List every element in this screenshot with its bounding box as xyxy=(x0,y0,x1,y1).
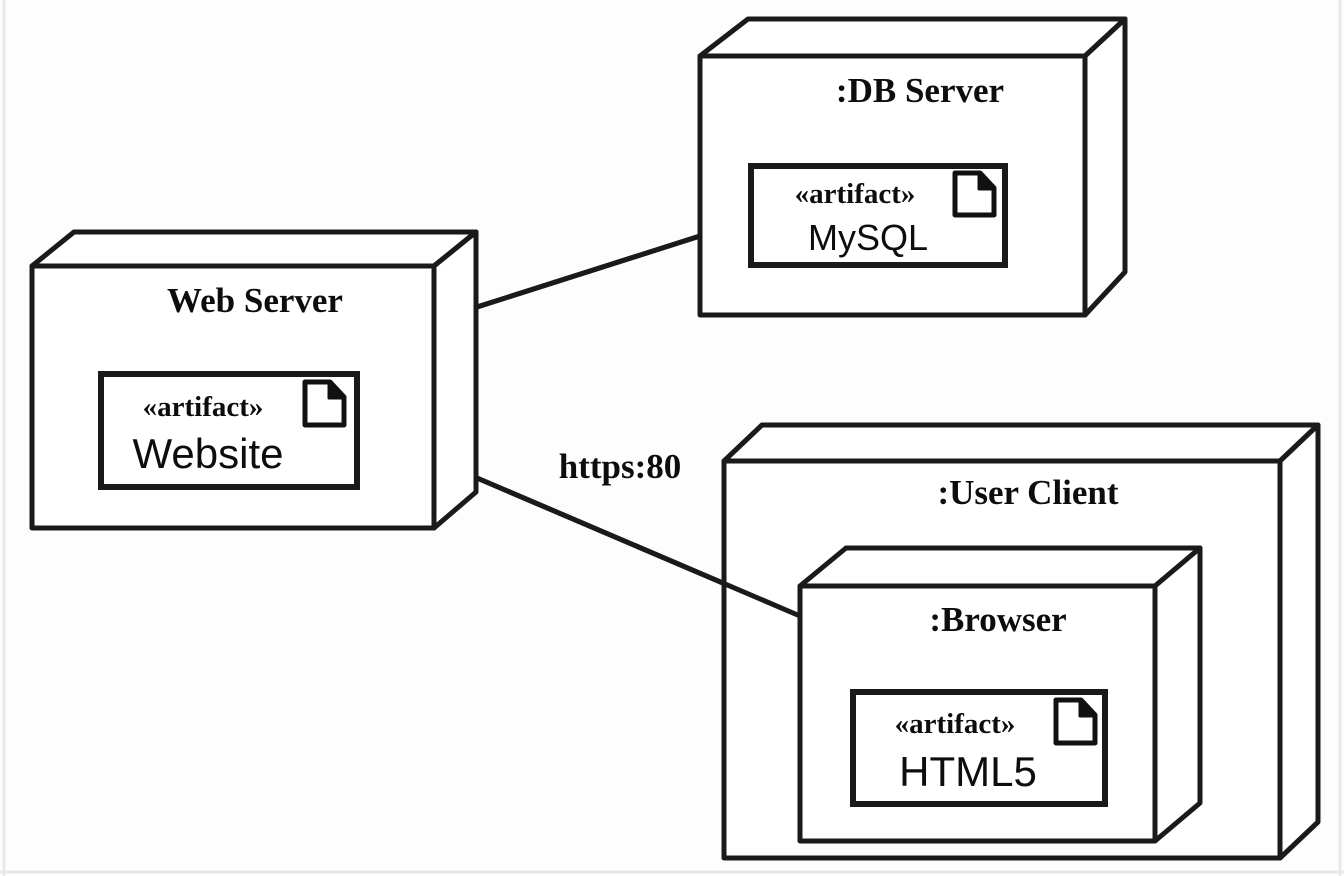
artifact-name: HTML5 xyxy=(899,748,1037,795)
node-top-face xyxy=(697,16,1128,59)
artifact-website[interactable]: «artifact» Website xyxy=(98,371,360,490)
artifact-name: MySQL xyxy=(808,217,928,258)
node-title-web-server: Web Server xyxy=(167,281,343,320)
node-top-face xyxy=(721,422,1321,464)
node-title-browser: :Browser xyxy=(929,600,1066,639)
node-title-db-server: :DB Server xyxy=(836,71,1004,110)
document-icon xyxy=(302,379,347,428)
artifact-stereotype: «artifact» xyxy=(795,178,916,210)
node-user-client[interactable]: :User Client :Browser «artifact» HTML5 xyxy=(721,422,1321,861)
artifact-mysql[interactable]: «artifact» MySQL xyxy=(748,163,1008,268)
node-top-face xyxy=(29,229,479,269)
node-web-server[interactable]: Web Server «artifact» Website xyxy=(29,229,479,531)
artifact-name: Website xyxy=(133,430,284,477)
document-icon xyxy=(952,170,997,218)
node-side-face xyxy=(431,229,479,531)
node-browser[interactable]: :Browser «artifact» HTML5 xyxy=(797,545,1203,844)
artifact-stereotype: «artifact» xyxy=(895,708,1016,740)
connection-label-https: https:80 xyxy=(559,447,682,486)
document-icon xyxy=(1053,697,1098,746)
connection-line-overlay-db xyxy=(474,233,703,310)
node-side-face xyxy=(1277,422,1321,861)
artifact-stereotype: «artifact» xyxy=(143,391,264,423)
node-top-face xyxy=(797,545,1203,589)
node-side-face xyxy=(1152,545,1203,844)
node-db-server[interactable]: :DB Server «artifact» MySQL xyxy=(697,16,1128,318)
artifact-html5[interactable]: «artifact» HTML5 xyxy=(850,689,1108,807)
connection-line-overlay-browser xyxy=(474,475,803,619)
node-side-face xyxy=(1082,16,1128,318)
node-title-user-client: :User Client xyxy=(937,473,1118,512)
